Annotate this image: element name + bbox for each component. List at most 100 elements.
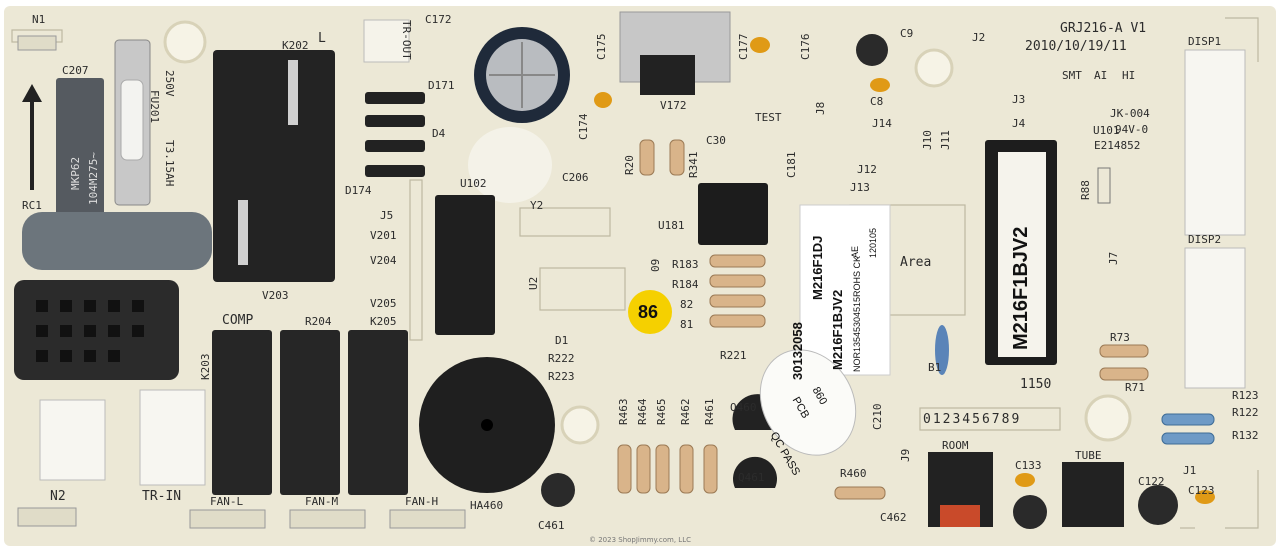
label-j7: J7 xyxy=(1107,251,1120,265)
mount-hole xyxy=(914,48,954,88)
label-test: TEST xyxy=(755,111,782,124)
r181-resistor xyxy=(709,314,766,328)
label-r122: R122 xyxy=(1232,406,1259,419)
label-j4: J4 xyxy=(1012,117,1026,130)
label-u102: U102 xyxy=(460,177,487,190)
label-104m: 104M275~ xyxy=(87,152,100,205)
label-c177: C177 xyxy=(737,33,750,61)
r462-resistor xyxy=(679,444,694,494)
sticker-model-2: M216F1BJV2 xyxy=(830,289,845,370)
label-r123: R123 xyxy=(1232,389,1259,402)
label-disp2: DISP2 xyxy=(1188,233,1222,246)
label-r222: R222 xyxy=(548,352,575,365)
r20-resistor xyxy=(639,139,655,176)
label-hi: HI xyxy=(1122,69,1136,82)
label-j1: J1 xyxy=(1183,464,1197,477)
label-r20: R20 xyxy=(623,155,636,175)
label-c175: C175 xyxy=(595,33,608,61)
disp2-connector xyxy=(1184,247,1246,389)
mount-hole xyxy=(163,20,207,64)
k202-relay xyxy=(213,50,335,282)
label-j12: J12 xyxy=(857,163,877,176)
label-r465: R465 xyxy=(655,398,668,426)
glue-blob xyxy=(468,127,552,203)
label-room: ROOM xyxy=(942,439,969,452)
label-c210: C210 xyxy=(871,403,884,431)
label-c30: C30 xyxy=(706,134,726,147)
label-j14: J14 xyxy=(872,117,892,130)
label-c207: C207 xyxy=(62,64,89,77)
label-r464: R464 xyxy=(636,398,649,426)
label-c174: C174 xyxy=(577,113,590,141)
label-j8: J8 xyxy=(814,101,827,115)
label-c133: C133 xyxy=(1015,459,1042,472)
label-v203: V203 xyxy=(262,289,289,302)
label-ai: AI xyxy=(1094,69,1108,82)
c122-capacitor xyxy=(1138,485,1178,525)
label-k203: K203 xyxy=(199,353,212,381)
label-r181: 81 xyxy=(680,318,694,331)
label-r182: 82 xyxy=(680,298,694,311)
label-j13: J13 xyxy=(850,181,870,194)
label-r223: R223 xyxy=(548,370,575,383)
label-r461: R461 xyxy=(703,398,716,426)
sticker-ae: AE xyxy=(850,245,860,258)
y2-outline xyxy=(519,207,611,237)
u101-label xyxy=(998,152,1046,357)
r71-resistor xyxy=(1099,367,1149,381)
label-jk004: JK-004 xyxy=(1110,107,1150,120)
label-c172: C172 xyxy=(425,13,452,26)
u101-chip-label: M216F1BJV2 xyxy=(1010,226,1032,350)
label-c09: 09 xyxy=(649,258,662,272)
label-u181: U181 xyxy=(658,219,685,232)
label-k205: K205 xyxy=(370,315,397,328)
label-250v: 250V xyxy=(163,70,176,97)
label-j5: J5 xyxy=(380,209,394,222)
c8-capacitor xyxy=(870,78,890,92)
sticker-date-code: 120105 xyxy=(868,227,878,258)
label-c206: C206 xyxy=(562,171,589,184)
label-r204: R204 xyxy=(305,315,332,328)
label-rc1: RC1 xyxy=(22,199,42,212)
label-r184: R184 xyxy=(672,278,699,291)
label-j10: J10 xyxy=(921,130,934,150)
label-r462: R462 xyxy=(679,398,692,426)
label-r71: R71 xyxy=(1125,381,1145,394)
u181-chip xyxy=(698,183,768,245)
label-c176: C176 xyxy=(799,33,812,61)
mount-hole xyxy=(560,405,600,445)
yellow-sticker-number: 86 xyxy=(638,302,659,322)
label-v205: V205 xyxy=(370,297,397,310)
label-b1: B1 xyxy=(928,361,942,374)
label-e214852: E214852 xyxy=(1094,139,1141,152)
n1-terminal xyxy=(17,35,57,51)
label-n2: N2 xyxy=(50,489,66,504)
label-smt: SMT xyxy=(1062,69,1082,82)
label-d4: D4 xyxy=(432,127,446,140)
label-l: L xyxy=(318,31,326,46)
sticker-part-number: 30132058 xyxy=(790,322,805,380)
arrow-up-icon xyxy=(22,84,42,190)
label-d1: D1 xyxy=(555,334,569,347)
label-ha460: HA460 xyxy=(470,499,504,512)
label-c181: C181 xyxy=(785,151,798,179)
r341-resistor xyxy=(669,139,685,176)
c461-capacitor xyxy=(541,473,575,507)
label-1150: 1150 xyxy=(1020,377,1052,392)
diode-stack xyxy=(365,92,425,177)
r182-resistor xyxy=(709,294,766,308)
sticker-serial: NOR13545304515ROHS CK xyxy=(852,255,862,372)
label-r73: R73 xyxy=(1110,331,1130,344)
n2-terminal xyxy=(17,507,77,527)
fuse xyxy=(120,79,144,161)
part-label-sticker xyxy=(799,204,891,376)
r73-resistor xyxy=(1099,344,1149,358)
label-j9: J9 xyxy=(899,448,912,462)
rc1-component xyxy=(22,212,212,270)
r184-resistor xyxy=(709,274,766,288)
q461-transistor xyxy=(732,456,778,488)
label-c122: C122 xyxy=(1138,475,1165,488)
label-digits: 0123456789 xyxy=(923,412,1022,427)
tr-out-connector xyxy=(363,19,410,63)
